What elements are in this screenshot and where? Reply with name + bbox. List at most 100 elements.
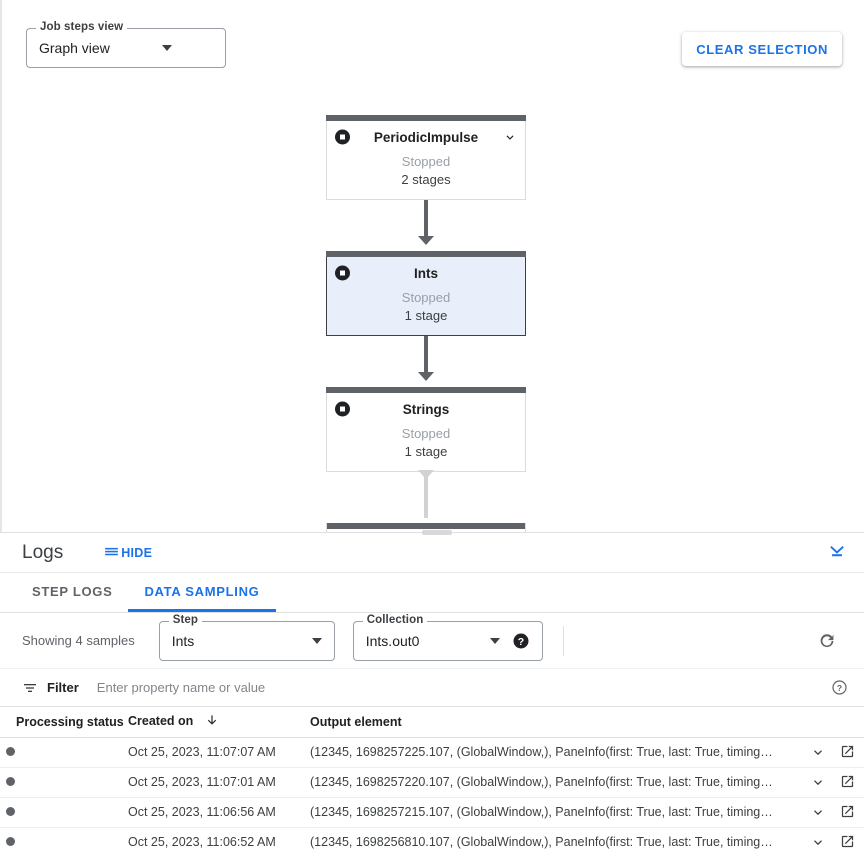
graph-node-partial[interactable] <box>326 523 526 532</box>
output-element-text: (12345, 1698257215.107, (GlobalWindow,),… <box>310 805 773 819</box>
open-in-new-icon[interactable] <box>840 774 856 790</box>
clear-selection-button[interactable]: CLEAR SELECTION <box>682 32 842 66</box>
graph-edge-arrow-2 <box>418 372 434 381</box>
chevron-down-icon[interactable] <box>810 834 826 850</box>
job-graph-panel: Job steps view Graph view CLEAR SELECTIO… <box>0 0 864 532</box>
row-actions <box>810 834 856 850</box>
cell-processing-status <box>0 767 128 798</box>
graph-edge-2 <box>424 336 428 374</box>
hide-logs-button[interactable]: HIDE <box>103 544 152 561</box>
collapse-panel-icon[interactable] <box>826 539 848 566</box>
node-title: Strings <box>402 401 450 417</box>
node-status-bar <box>326 251 526 257</box>
graph-node-ints[interactable]: Ints Stopped 1 stage <box>326 251 526 336</box>
collection-select-value: Ints.out0 <box>365 632 420 649</box>
cell-created-on: Oct 25, 2023, 11:06:52 AM <box>128 827 310 856</box>
column-output-element[interactable]: Output element <box>310 707 864 738</box>
output-element-text: (12345, 1698257220.107, (GlobalWindow,),… <box>310 775 773 789</box>
collection-select-label: Collection <box>362 613 428 626</box>
row-actions <box>810 804 856 820</box>
table-row[interactable]: Oct 25, 2023, 11:07:01 AM (12345, 169825… <box>0 767 864 798</box>
svg-text:?: ? <box>518 635 524 647</box>
menu-lines-icon <box>103 544 120 561</box>
logs-panel: Logs HIDE STEP LOGS DA <box>0 532 864 856</box>
status-dot-icon <box>6 777 15 786</box>
chevron-down-icon <box>489 637 500 644</box>
tab-step-logs[interactable]: STEP LOGS <box>32 584 113 599</box>
output-element-text: (12345, 1698256810.107, (GlobalWindow,),… <box>310 835 773 849</box>
filter-label: Filter <box>47 680 79 695</box>
chevron-down-icon[interactable] <box>810 774 826 790</box>
tab-data-sampling[interactable]: DATA SAMPLING <box>128 572 275 612</box>
node-stages: 2 stages <box>401 172 451 187</box>
job-steps-view-label: Job steps view <box>36 21 128 33</box>
filter-bar: Filter ? <box>0 669 864 707</box>
table-header: Processing status Created on Output elem… <box>0 707 864 738</box>
chevron-down-icon[interactable] <box>810 804 826 820</box>
sampling-toolbar: Showing 4 samples Step Ints Collection I… <box>0 613 864 669</box>
node-header: Ints <box>327 257 525 289</box>
chevron-down-icon <box>311 637 322 644</box>
column-processing-status[interactable]: Processing status <box>0 707 128 738</box>
toolbar-divider <box>562 625 564 656</box>
open-in-new-icon[interactable] <box>840 834 856 850</box>
showing-samples-text: Showing 4 samples <box>22 633 135 648</box>
svg-text:?: ? <box>837 683 842 693</box>
table-body: Oct 25, 2023, 11:07:07 AM (12345, 169825… <box>0 737 864 856</box>
column-created-on-label: Created on <box>128 714 194 729</box>
job-steps-view-select[interactable]: Job steps view Graph view <box>26 21 226 68</box>
step-select-label: Step <box>168 613 203 626</box>
graph-node-strings[interactable]: Strings Stopped 1 stage <box>326 387 526 472</box>
status-dot-icon <box>6 837 15 846</box>
open-in-new-icon[interactable] <box>840 744 856 760</box>
node-header: PeriodicImpulse <box>327 121 525 153</box>
logs-tabs: STEP LOGS DATA SAMPLING <box>0 573 864 613</box>
table-header-row: Processing status Created on Output elem… <box>0 707 864 738</box>
stop-status-icon <box>335 401 350 417</box>
cell-created-on: Oct 25, 2023, 11:06:56 AM <box>128 797 310 828</box>
refresh-icon[interactable] <box>816 630 838 652</box>
status-dot-icon <box>6 747 15 756</box>
hide-logs-label: HIDE <box>121 545 153 560</box>
output-element-text: (12345, 1698257225.107, (GlobalWindow,),… <box>310 745 773 759</box>
panel-resize-handle[interactable] <box>422 530 452 535</box>
arrow-down-icon <box>205 713 219 730</box>
open-in-new-icon[interactable] <box>840 804 856 820</box>
node-title: Ints <box>413 265 438 281</box>
filter-icon <box>22 680 38 696</box>
node-status: Stopped <box>401 154 451 169</box>
cell-processing-status <box>0 737 128 768</box>
table-row[interactable]: Oct 25, 2023, 11:06:56 AM (12345, 169825… <box>0 797 864 828</box>
node-status: Stopped <box>401 290 451 305</box>
help-circle-icon[interactable]: ? <box>512 632 530 650</box>
chevron-down-icon[interactable] <box>503 130 517 144</box>
data-sampling-table: Processing status Created on Output elem… <box>0 707 864 856</box>
row-actions <box>810 744 856 760</box>
node-status-bar <box>326 115 526 121</box>
help-circle-outline-icon[interactable]: ? <box>831 679 848 696</box>
table-row[interactable]: Oct 25, 2023, 11:07:07 AM (12345, 169825… <box>0 737 864 768</box>
filter-input[interactable] <box>94 679 823 696</box>
row-actions <box>810 774 856 790</box>
graph-node-periodicimpulse[interactable]: PeriodicImpulse Stopped 2 stages <box>326 115 526 200</box>
graph-edge-3 <box>424 472 428 518</box>
graph-edge-arrow-1 <box>418 236 434 245</box>
chevron-down-icon[interactable] <box>810 744 826 760</box>
stop-status-icon <box>335 265 350 281</box>
column-created-on[interactable]: Created on <box>128 707 310 738</box>
table-row[interactable]: Oct 25, 2023, 11:06:52 AM (12345, 169825… <box>0 827 864 856</box>
graph-edge-1 <box>424 200 428 238</box>
cell-output-element: (12345, 1698257220.107, (GlobalWindow,),… <box>310 767 864 798</box>
node-header: Strings <box>327 393 525 425</box>
step-select[interactable]: Step Ints <box>158 613 335 661</box>
status-dot-icon <box>6 807 15 816</box>
cell-output-element: (12345, 1698257215.107, (GlobalWindow,),… <box>310 797 864 828</box>
graph-edge-arrow-3 <box>418 470 434 479</box>
cell-output-element: (12345, 1698257225.107, (GlobalWindow,),… <box>310 737 864 768</box>
logs-header: Logs HIDE <box>0 533 864 573</box>
collection-select[interactable]: Collection Ints.out0 ? <box>352 613 543 661</box>
chevron-down-icon <box>161 45 172 51</box>
graph-canvas[interactable]: PeriodicImpulse Stopped 2 stages Ints St… <box>2 0 864 532</box>
cell-processing-status <box>0 827 128 856</box>
